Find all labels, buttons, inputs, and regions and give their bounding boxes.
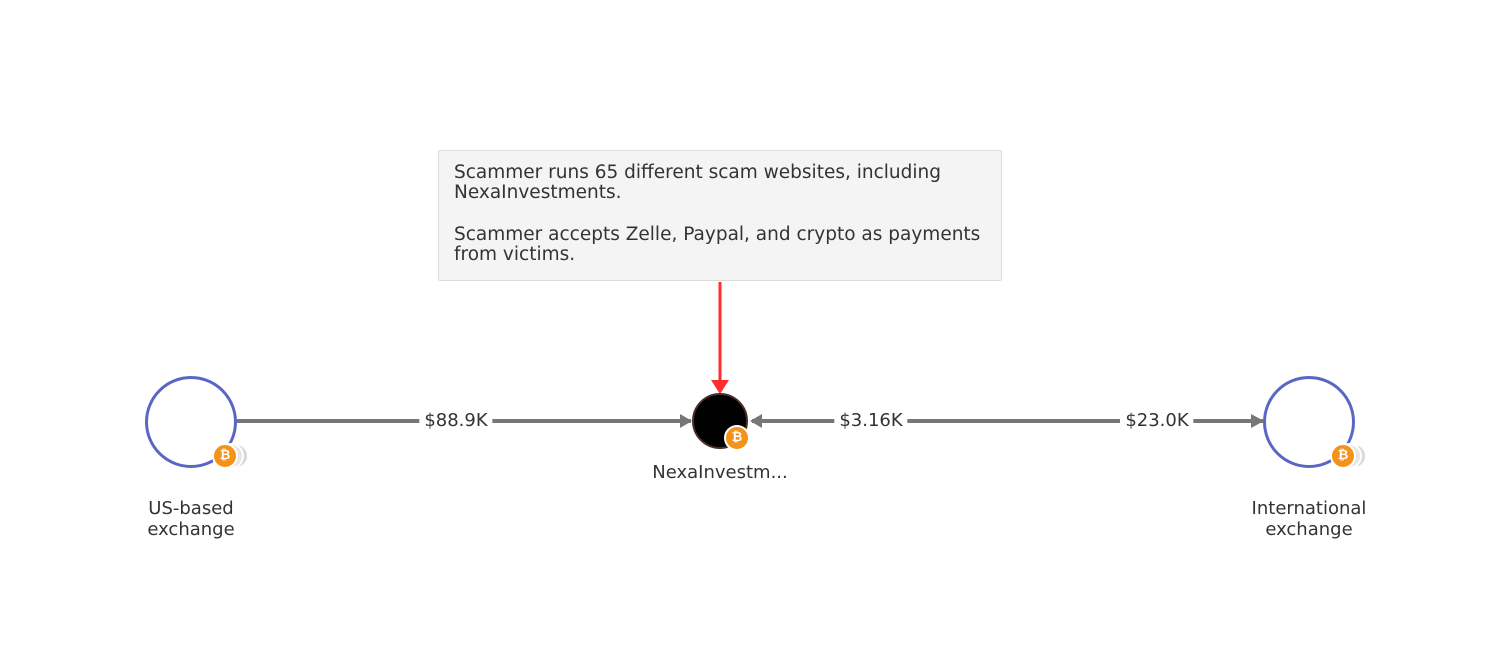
bitcoin-icon: ₿ — [724, 425, 750, 451]
annotation-paragraph-1: Scammer runs 65 different scam websites,… — [454, 162, 941, 203]
bitcoin-icon: ₿ — [212, 443, 238, 469]
annotation-box: Scammer runs 65 different scam websites,… — [438, 150, 1002, 281]
node-label-line: US-based — [148, 498, 234, 519]
node-label-line: exchange — [147, 519, 235, 540]
node-label-us-based-exchange: US-based exchange — [147, 498, 234, 540]
node-label-nexainvestments: NexaInvestm... — [652, 462, 788, 483]
edge-label-us-to-nexa: $88.9K — [419, 410, 493, 432]
node-label-line: International — [1251, 498, 1367, 519]
annotation-pointer-arrowhead — [711, 380, 729, 394]
node-label-international-exchange: International exchange — [1252, 498, 1367, 540]
annotation-paragraph-2: Scammer accepts Zelle, Paypal, and crypt… — [454, 224, 981, 265]
arrowhead-intl-to-nexa — [750, 414, 762, 428]
arrowhead-nexa-to-intl — [1251, 414, 1264, 428]
edge-label-nexa-to-intl: $23.0K — [1120, 410, 1194, 432]
node-label-line: exchange — [1265, 519, 1353, 540]
edge-label-intl-to-nexa: $3.16K — [834, 410, 908, 432]
bitcoin-icon: ₿ — [1330, 443, 1356, 469]
arrowhead-us-to-nexa — [680, 414, 692, 428]
